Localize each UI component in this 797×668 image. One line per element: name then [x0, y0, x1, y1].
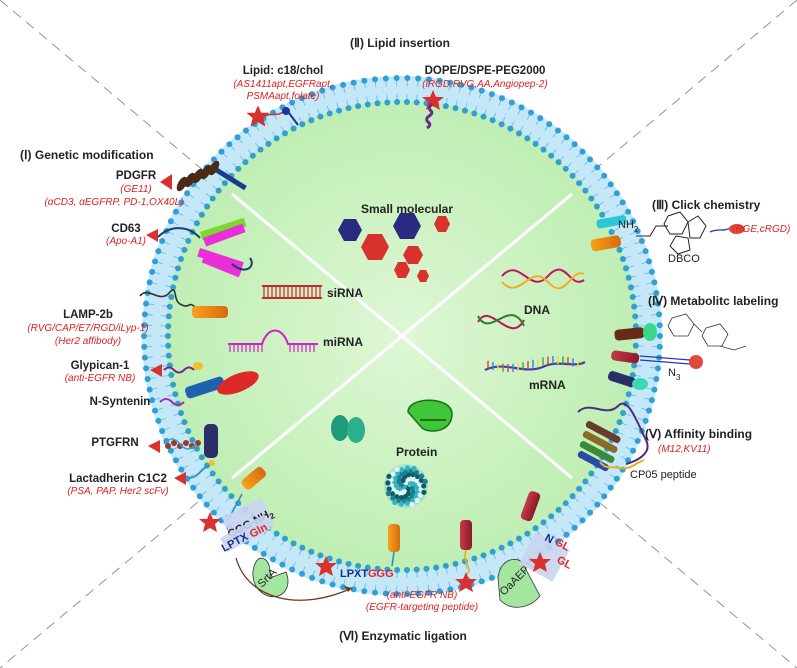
- section-affinity-binding: (Ⅴ) Affinity binding: [645, 427, 752, 441]
- lpxt-label: LPXT: [340, 568, 368, 580]
- click-chemistry-construct: NH2 DBCO (RGE,cRGD): [590, 211, 790, 265]
- cargo-mirna: miRNA: [228, 329, 363, 352]
- c18-chol-sub1: (AS1411apt,EGFRapt,: [233, 79, 332, 90]
- protein-label: Protein: [396, 445, 437, 459]
- lipid-dope-construct: DOPE/DSPE-PEG2000 (iRGD,RVG,AA,Angiopep-…: [422, 65, 548, 130]
- lactadherin-construct: Lactadherin C1C2 (PSA, PAP, Her2 scFv): [67, 460, 215, 497]
- c18-chol-title: Lipid: c18/chol: [243, 65, 324, 77]
- ligand-star-icon: [315, 556, 337, 576]
- enzymatic-sub2: (EGFR-targeting peptide): [366, 602, 478, 613]
- pdgfr-sub1: (GE11): [120, 184, 152, 195]
- cd63-label: CD63: [111, 223, 140, 235]
- ligand-star-icon: [455, 572, 477, 592]
- pdgfr-label: PDGFR: [116, 170, 157, 182]
- arrow-ligand-icon: [150, 364, 162, 377]
- ligand-star-icon: [246, 105, 270, 127]
- dbco-label: DBCO: [668, 253, 700, 265]
- glypican-label: Glypican-1: [71, 360, 130, 372]
- affinity-binding-construct: (M12,KV11) CP05 peptide: [577, 402, 711, 481]
- ligand-star-icon: [422, 90, 444, 110]
- lamp2b-sub2: (Her2 affibody): [55, 336, 121, 347]
- lamp2b-label: LAMP-2b: [63, 309, 113, 321]
- cargo-small-molecular: Small molecular: [338, 202, 453, 282]
- cp05-peptide-label: CP05 peptide: [630, 469, 697, 481]
- ligand-star-icon: [529, 552, 551, 572]
- section-genetic-modification: (Ⅰ) Genetic modification: [20, 148, 154, 162]
- nh2-label: NH2: [618, 219, 639, 234]
- peg-chain-icon: [425, 102, 434, 130]
- protein-structure-icon: [384, 464, 428, 508]
- cargo-dna: DNA: [477, 268, 585, 330]
- pdgfr-construct: PDGFR (GE11) (αCD3, αEGFRP, PD-1,OX40L): [44, 160, 247, 208]
- cd63-construct: CD63 (Apo-A1): [106, 217, 253, 278]
- ptgfrn-construct: PTGFRN: [91, 424, 218, 458]
- dope-sub: (iRGD,RVG,AA,Angiopep-2): [422, 79, 547, 90]
- sugar-structure-icon: [667, 313, 747, 351]
- dope-title: DOPE/DSPE-PEG2000: [425, 65, 546, 77]
- ligand-star-icon: [199, 512, 221, 532]
- n3-label: N3: [668, 367, 681, 382]
- section-click-chemistry: (Ⅲ) Click chemistry: [652, 198, 761, 212]
- lamp2b-construct: LAMP-2b (RVG/CAP/E7/RGD/iLyp-1) (Her2 af…: [27, 289, 228, 347]
- cargo-sirna: siRNA: [262, 285, 363, 300]
- interior-dividers: [231, 192, 573, 480]
- section-enzymatic-ligation: (Ⅵ) Enzymatic ligation: [339, 629, 467, 643]
- affinity-sub: (M12,KV11): [658, 444, 711, 455]
- pdgfr-sub2: (αCD3, αEGFRP, PD-1,OX40L): [44, 197, 183, 208]
- cholesterol-anchor-icon: [282, 107, 290, 115]
- lactadherin-label: Lactadherin C1C2: [69, 473, 167, 485]
- mrna-label: mRNA: [529, 378, 566, 392]
- nsyntenin-label: N-Syntenin: [90, 396, 151, 408]
- oaaep1-enzyme-icon: [497, 559, 541, 608]
- ggg-label: GGG: [368, 568, 394, 580]
- glypican-construct: Glypican-1 (anti-EGFR NB): [65, 360, 203, 384]
- lamp2b-sub1: (RVG/CAP/E7/RGD/iLyp-1): [27, 323, 148, 334]
- cd63-sub: (Apo-A1): [106, 236, 146, 247]
- arrow-ligand-icon: [148, 440, 160, 453]
- peptide-chain-icon: [139, 289, 197, 309]
- section-lipid-insertion: (Ⅱ) Lipid insertion: [350, 36, 450, 50]
- dbco-structure-icon: [636, 225, 668, 237]
- metabolic-labeling-construct: N3: [607, 313, 747, 390]
- glypican-sub: (anti-EGFR NB): [65, 373, 136, 384]
- sirna-label: siRNA: [327, 286, 363, 300]
- section-metabolic-labeling: (Ⅳ) Metabolitc labeling: [648, 294, 778, 308]
- small-molecular-label: Small molecular: [361, 202, 453, 216]
- cargo-protein: Protein: [331, 399, 453, 508]
- nsyntenin-construct: N-Syntenin: [90, 371, 259, 408]
- arrow-ligand-icon: [174, 472, 186, 485]
- arrow-ligand-icon: [160, 174, 172, 190]
- cargo-mrna: mRNA: [484, 356, 586, 392]
- srta-enzyme-icon: [252, 557, 289, 598]
- enzymatic-sub1: (anti-EGFR NB): [387, 590, 458, 601]
- lactadherin-sub: (PSA, PAP, Her2 scFv): [67, 486, 168, 497]
- dna-label: DNA: [524, 303, 550, 317]
- lipid-c18-construct: Lipid: c18/chol (AS1411apt,EGFRapt, PSMA…: [233, 65, 333, 127]
- ptgfrn-label: PTGFRN: [91, 437, 138, 449]
- mirna-label: miRNA: [323, 335, 363, 349]
- click-chemistry-sub: (RGE,cRGD): [732, 224, 790, 235]
- c18-chol-sub2: PSMAapt,folate): [247, 91, 320, 102]
- arrow-ligand-icon: [146, 229, 158, 242]
